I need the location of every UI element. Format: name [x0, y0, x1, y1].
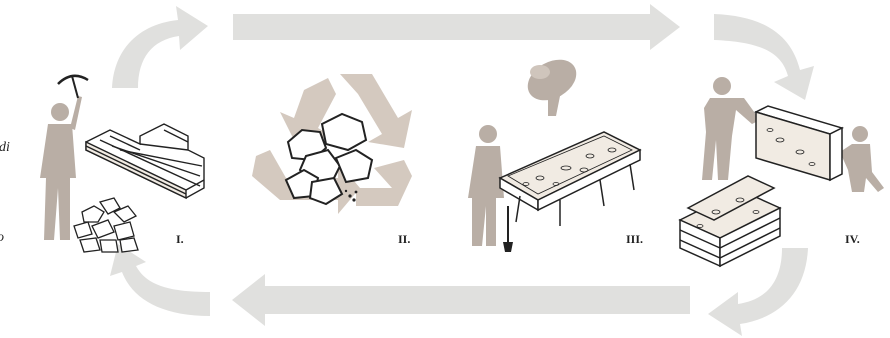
step-label-4: IV.: [845, 232, 860, 247]
recycle-crushed-stones-icon: [252, 74, 412, 214]
step-label-1: I.: [176, 232, 184, 247]
top-arrow: [233, 4, 680, 50]
top-left-curve-arrow: [112, 6, 208, 88]
edge-text-2: o: [0, 230, 4, 246]
demolition-worker-brick-wall-rubble-icon: [40, 76, 204, 252]
worker-silhouette-1: [40, 96, 82, 240]
standing-panel: [756, 106, 842, 180]
brick-wall: [86, 124, 204, 198]
step-label-2: II.: [398, 232, 410, 247]
bottom-left-curve-arrow: [110, 244, 210, 316]
bottom-arrow: [232, 274, 690, 326]
casting-mold: [500, 132, 640, 226]
rubble-pile: [74, 198, 138, 252]
edge-text-1: di: [0, 140, 10, 156]
step-label-3: III.: [626, 232, 643, 247]
stacked-panels: [680, 176, 780, 266]
concrete-mixer-casting-mold-icon: [468, 51, 640, 252]
